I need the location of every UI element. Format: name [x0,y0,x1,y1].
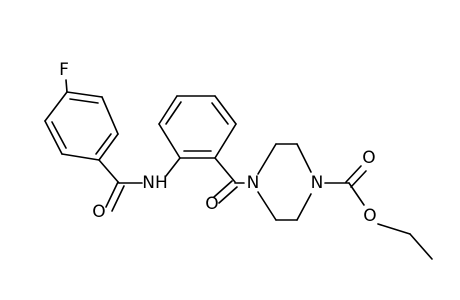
ring2-bond-2 [158,95,178,125]
ring2-bond-4-inner [211,102,229,125]
atom-label-piperazine-n-left: N [247,173,260,193]
bond-carbamate-o-2 [350,170,367,188]
piperazine-ring [257,143,312,221]
atom-label-amide-oxygen: O [92,202,105,222]
bond-carbamate-o-1 [345,165,362,183]
ethyl-carbamate [324,165,433,260]
bond-ring1-carbonyl [98,159,120,184]
atom-label-amide-nitrogen: NH [142,173,168,193]
ring1-bond-5-inner [51,121,67,149]
ring2-bond-2-inner [165,101,182,125]
pip-bond-3 [296,143,312,173]
atom-label-ketone-oxygen: O [205,194,218,214]
bond-o-ch2 [377,223,411,235]
bond-ketone-o-1 [213,180,233,198]
ring1-bond-6 [44,91,68,122]
fluorophenyl-ring [44,79,119,161]
atom-labels: F NH O O N N O O [59,60,377,226]
bond-nh-ring2 [165,157,181,177]
bond-ch2-ch3 [409,233,433,260]
ring2-bond-1 [158,123,181,159]
bond-carbonyl-o-2 [111,185,125,212]
bond-f-ring [65,79,68,93]
ring2-bond-5 [214,123,237,159]
pip-bond-1 [257,143,277,175]
ring1-bond-2 [101,96,119,135]
atom-label-carbamate-oxygen-single: O [363,206,376,226]
ring1-bond-1-inner [69,98,99,104]
ring1-bond-5 [44,120,63,155]
atom-label-carbamate-oxygen-double: O [362,148,375,168]
pip-bond-4 [296,193,312,221]
amide-linker [98,157,181,212]
ring1-bond-3-inner [95,133,112,155]
ketone-linker [213,157,245,204]
ring1-bond-1 [66,91,103,98]
atom-label-piperazine-n-right: N [311,173,324,193]
central-phenyl-ring [158,95,237,159]
ring1-bond-3 [98,133,119,161]
bond-carbamate-osingle [348,182,365,206]
bond-ring2-ketone [214,157,236,183]
atom-label-fluorine: F [59,60,69,80]
pip-bond-6 [257,191,277,221]
ring2-bond-4 [214,95,237,125]
bond-ketone-o-2 [218,186,238,204]
bond-carbonyl-o-1 [105,181,119,208]
ring1-bond-4 [61,153,100,161]
